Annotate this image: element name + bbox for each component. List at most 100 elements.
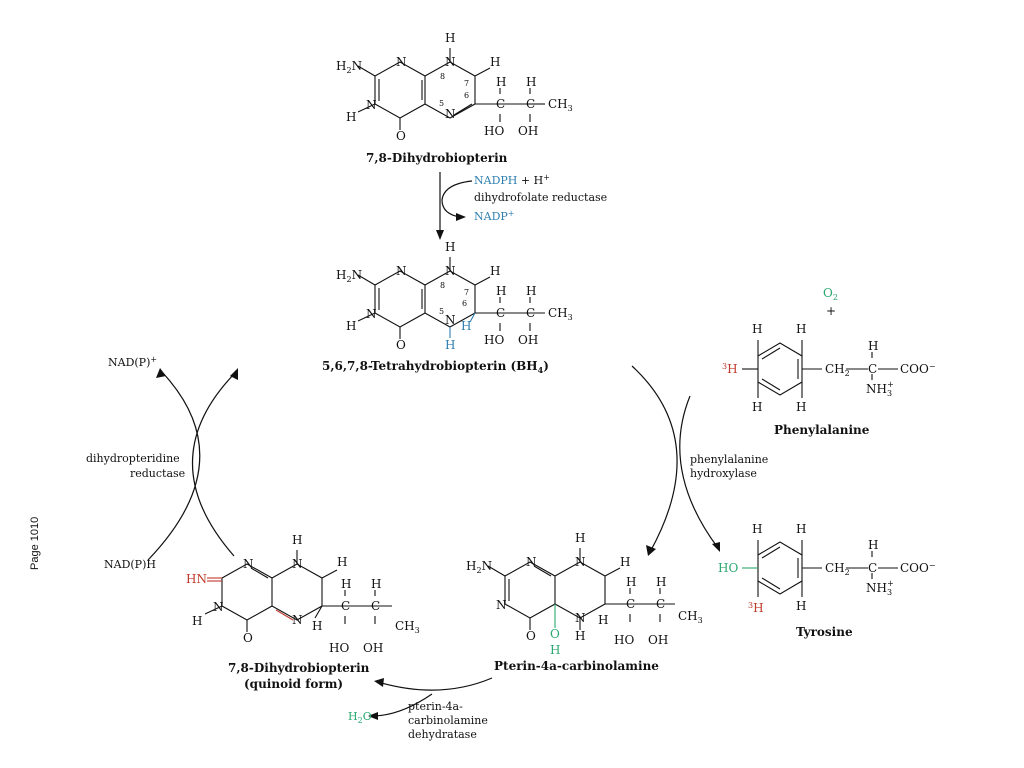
dihydropteridine-reductase-label-2: reductase	[130, 467, 185, 480]
position-7: 7	[464, 79, 469, 88]
n-label: N	[445, 264, 456, 278]
tyrosine-structure: H H 3H H HO CH2 H C COO− NH3+	[718, 522, 936, 615]
h-label: H	[796, 522, 806, 536]
n-label: N	[526, 555, 537, 569]
c-label: C	[526, 306, 535, 320]
o2-label: O2	[823, 286, 838, 302]
page-label: Page 1010	[29, 517, 41, 570]
c-label: C	[868, 362, 877, 376]
h-label: H	[337, 555, 347, 569]
carbinolamine-name: Pterin-4a-carbinolamine	[494, 659, 659, 673]
hydroxyl-o-label: O	[550, 627, 560, 641]
methyl-label: CH3	[548, 306, 573, 322]
h-label: H	[626, 575, 636, 589]
h-label: H	[445, 240, 455, 254]
dehydratase-label-3: dehydratase	[408, 728, 477, 741]
nadp-label: NADP+	[474, 209, 515, 223]
methyl-label: CH3	[548, 97, 573, 113]
ho-label: HO	[614, 633, 634, 647]
position-5: 5	[439, 99, 444, 108]
c-label: C	[626, 597, 635, 611]
n-label: N	[292, 613, 303, 627]
oh-label: OH	[648, 633, 668, 647]
position-7: 7	[464, 288, 469, 297]
o-label: O	[396, 129, 406, 143]
n-label: N	[445, 313, 456, 327]
h-label: H	[445, 31, 455, 45]
n-label: N	[396, 55, 407, 69]
nadph-left-label: NAD(P)H	[104, 558, 156, 571]
blue-h-label: H	[445, 338, 455, 352]
oh-label: OH	[363, 641, 383, 655]
o-label: O	[396, 338, 406, 352]
phenylalanine-hydroxylase-label: phenylalanine	[690, 453, 768, 466]
c-label: C	[496, 97, 505, 111]
ch2-label: CH2	[825, 362, 850, 378]
h-label: H	[796, 400, 806, 414]
n-label: N	[445, 107, 456, 121]
position-8: 8	[440, 72, 445, 81]
n-label: N	[496, 598, 507, 612]
c-label: C	[526, 97, 535, 111]
h-label: H	[292, 533, 302, 547]
tritium-label: 3H	[722, 362, 738, 376]
position-6: 6	[464, 91, 469, 100]
h-label: H	[192, 614, 202, 628]
amino-h: H2N	[466, 559, 492, 575]
position-8: 8	[440, 281, 445, 290]
n-label: N	[445, 55, 456, 69]
nadph-label: NADPH + H+	[474, 173, 550, 187]
phenylalanine-hydroxylase-label-2: hydroxylase	[690, 467, 757, 480]
quinoid-name-line1: 7,8-Dihydrobiopterin	[228, 661, 370, 675]
o-label: O	[243, 631, 253, 645]
dehydratase-label-2: carbinolamine	[408, 714, 488, 727]
h-label: H	[490, 264, 500, 278]
o-label: O	[526, 629, 536, 643]
oh-label: OH	[518, 333, 538, 347]
h-label: H	[575, 629, 585, 643]
c-label: C	[496, 306, 505, 320]
n-label: N	[396, 264, 407, 278]
h-label: H	[496, 284, 506, 298]
h-label: H	[346, 110, 356, 124]
c-label: C	[868, 561, 877, 575]
tyrosine-name: Tyrosine	[796, 625, 853, 639]
water-label: H2O	[348, 710, 372, 725]
tritium-label: 3H	[748, 601, 764, 615]
ho-label: HO	[718, 561, 738, 575]
ho-label: HO	[484, 333, 504, 347]
methyl-label: CH3	[395, 619, 420, 635]
tetrahydrobiopterin-structure: H2N N N H O H N 8 N 5 H H 7 6 H H C HO H…	[336, 240, 573, 352]
amino-h: H2N	[336, 268, 362, 284]
c-label: C	[371, 599, 380, 613]
quinoid-dihydrobiopterin-structure: HN N N H O H N N H H H C HO H C OH CH3	[186, 533, 420, 655]
dehydratase-label-1: pterin-4a-	[408, 700, 463, 713]
ho-label: HO	[484, 124, 504, 138]
h-label: H	[752, 400, 762, 414]
position-5: 5	[439, 307, 444, 316]
phenylalanine-structure: O2 + H H H H 3H CH2 H C COO− NH3+	[722, 286, 936, 414]
h-label: H	[868, 339, 878, 353]
n-label: N	[213, 600, 224, 614]
dihydropteridine-reductase-label-1: dihydropteridine	[86, 452, 180, 465]
phenylalanine-name: Phenylalanine	[774, 423, 870, 437]
h-label: H	[598, 613, 608, 627]
amino-h: H2N	[336, 59, 362, 75]
h-label: H	[526, 75, 536, 89]
h-label: H	[490, 55, 500, 69]
h-label: H	[796, 599, 806, 613]
carbinolamine-structure: H2N N N O O H H N N H H H H C HO H C OH …	[466, 531, 703, 657]
hydroxyl-h-label: H	[550, 643, 560, 657]
h-label: H	[312, 619, 322, 633]
coo-label: COO−	[900, 362, 936, 376]
ch2-label: CH2	[825, 561, 850, 577]
n-label: N	[366, 307, 377, 321]
h-label: H	[620, 555, 630, 569]
h-label: H	[752, 322, 762, 336]
plus-label: +	[826, 304, 836, 318]
h-label: H	[796, 322, 806, 336]
quinoid-name-line2: (quinoid form)	[244, 677, 343, 691]
n-label: N	[366, 98, 377, 112]
h-label: H	[575, 531, 585, 545]
